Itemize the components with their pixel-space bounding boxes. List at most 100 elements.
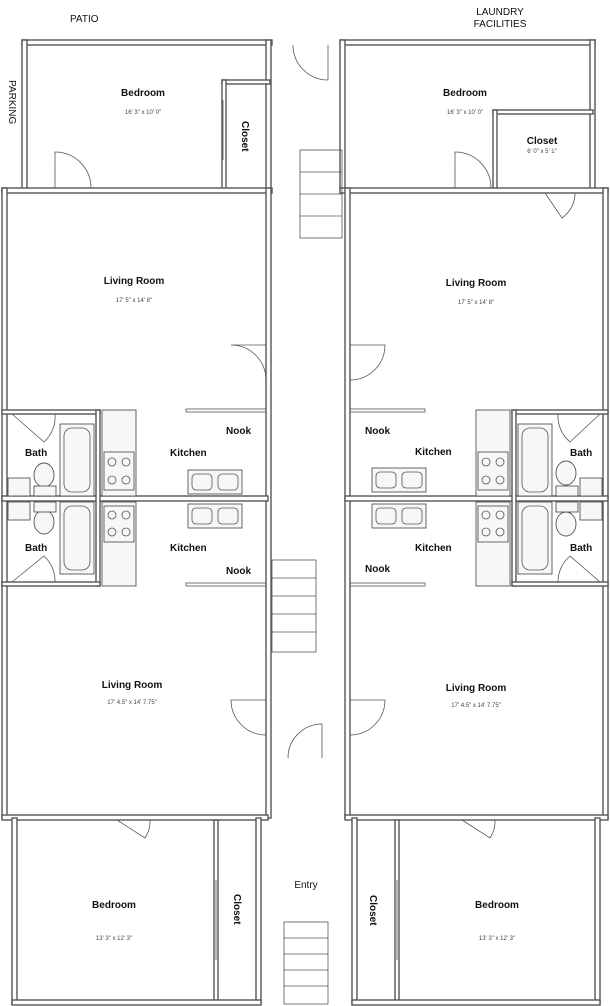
fixtures-lr bbox=[371, 501, 603, 587]
wall-bath-ul-top bbox=[1, 409, 101, 415]
wall-bedroom-ll-right bbox=[255, 817, 262, 1005]
label-ll-bedroom: Bedroom bbox=[92, 900, 136, 911]
sink-icon bbox=[579, 501, 603, 521]
wall-bath-lr-bottom bbox=[511, 581, 609, 587]
label-ll-bath: Bath bbox=[25, 543, 47, 554]
label-lr-closet: Closet bbox=[367, 895, 378, 926]
stove-icon bbox=[103, 451, 135, 491]
toilet-icon bbox=[555, 460, 577, 486]
door-living-ur bbox=[349, 344, 386, 381]
wall-bedroom-left bbox=[21, 39, 28, 191]
label-ur-bedroom-dim: 16' 3" x 10' 0" bbox=[447, 110, 483, 116]
wall-bottom-right bbox=[351, 999, 601, 1006]
label-ul-closet: Closet bbox=[239, 121, 250, 152]
label-lr-bath: Bath bbox=[570, 543, 592, 554]
door-patio bbox=[292, 44, 329, 81]
stairs bbox=[271, 149, 343, 1005]
wall-bath-right-left bbox=[511, 409, 517, 587]
bathtub-icon bbox=[59, 423, 95, 497]
door-bedroom-ul bbox=[54, 151, 92, 189]
label-lr-bedroom: Bedroom bbox=[475, 900, 519, 911]
label-laundry-1: LAUNDRY bbox=[476, 7, 524, 18]
label-lr-kitchen: Kitchen bbox=[415, 543, 452, 554]
label-lr-living-dim: 17' 4.5" x 14' 7.75" bbox=[451, 703, 501, 709]
wall-bedroom-lr-right bbox=[594, 817, 601, 1005]
door-entry bbox=[287, 723, 323, 759]
wall-lr-division bbox=[344, 814, 609, 821]
wall-outer-right bbox=[602, 187, 609, 819]
label-ul-living-dim: 17' 5" x 14' 8" bbox=[116, 298, 152, 304]
wall-ur-division bbox=[339, 187, 609, 194]
wall-nook-ll bbox=[185, 582, 267, 587]
door-living-lr bbox=[349, 699, 386, 736]
toilet-icon bbox=[555, 511, 577, 537]
wall-ll-division bbox=[1, 814, 269, 821]
label-ur-bath: Bath bbox=[570, 448, 592, 459]
door-bath-ur bbox=[557, 413, 601, 443]
door-bath-lr bbox=[557, 555, 601, 583]
walls bbox=[1, 39, 609, 1006]
stove-icon bbox=[103, 505, 135, 543]
door-bedroom-ur bbox=[454, 151, 492, 189]
label-lr-living: Living Room bbox=[446, 683, 507, 694]
label-ll-living: Living Room bbox=[102, 680, 163, 691]
wall-right-top bbox=[589, 39, 596, 191]
label-parking: PARKING bbox=[6, 80, 17, 124]
wall-bath-ur-top bbox=[511, 409, 609, 415]
wall-mid-left bbox=[1, 495, 269, 502]
label-ur-closet: Closet bbox=[527, 136, 558, 147]
door-bedroom-ll bbox=[116, 819, 151, 839]
wall-ul-division bbox=[1, 187, 273, 194]
label-patio: PATIO bbox=[70, 14, 99, 25]
wall-top-left bbox=[21, 39, 273, 46]
door-living-ul bbox=[230, 344, 267, 381]
wall-bottom-left bbox=[11, 999, 262, 1006]
wall-bath-left-right bbox=[95, 409, 101, 587]
fixtures-ll bbox=[7, 501, 243, 587]
wall-nook-lr bbox=[349, 582, 426, 587]
doors bbox=[11, 44, 601, 960]
label-ur-closet-dim: 6' 0" x 5' 1" bbox=[527, 149, 557, 155]
stairs-upper bbox=[299, 149, 343, 239]
sink-icon bbox=[579, 477, 603, 497]
stairs-entry bbox=[283, 921, 329, 1005]
wall-corridor-right bbox=[344, 187, 351, 819]
wall-bedroom-ur-left bbox=[339, 39, 346, 191]
label-ur-nook: Nook bbox=[365, 426, 390, 437]
stairs-middle bbox=[271, 559, 317, 653]
wall-closet-ul-top bbox=[221, 79, 271, 85]
wall-bedroom-ul-right bbox=[265, 39, 272, 191]
wall-corridor-left bbox=[265, 187, 272, 819]
label-lr-nook: Nook bbox=[365, 564, 390, 575]
label-ul-nook: Nook bbox=[226, 426, 251, 437]
fixtures-ur bbox=[371, 409, 603, 497]
door-closet-ur bbox=[544, 192, 576, 219]
wall-closet-ur-left bbox=[492, 109, 498, 191]
label-laundry-2: FACILITIES bbox=[474, 19, 527, 30]
label-ur-living: Living Room bbox=[446, 278, 507, 289]
label-entry: Entry bbox=[294, 880, 317, 891]
label-lr-bedroom-dim: 13' 3" x 12' 3" bbox=[479, 936, 515, 942]
bathtub-icon bbox=[517, 501, 553, 575]
door-living-ll bbox=[230, 699, 267, 736]
label-ll-bedroom-dim: 13' 3" x 12' 3" bbox=[96, 936, 132, 942]
wall-bedroom-ll-left bbox=[11, 817, 18, 1005]
label-ul-kitchen: Kitchen bbox=[170, 448, 207, 459]
wall-nook-ul bbox=[185, 408, 267, 413]
label-ul-living: Living Room bbox=[104, 276, 165, 287]
wall-bedroom-lr-left bbox=[351, 817, 358, 1005]
toilet-icon bbox=[33, 509, 55, 535]
label-ul-bath: Bath bbox=[25, 448, 47, 459]
bathtub-icon bbox=[517, 423, 553, 497]
label-ul-bedroom: Bedroom bbox=[121, 88, 165, 99]
label-ur-bedroom: Bedroom bbox=[443, 88, 487, 99]
wall-nook-ur bbox=[349, 408, 426, 413]
wall-outer-left bbox=[1, 187, 8, 819]
label-ll-closet: Closet bbox=[231, 894, 242, 925]
fixtures-ul bbox=[7, 409, 243, 497]
stove-icon bbox=[477, 505, 509, 543]
sink-icon bbox=[7, 477, 31, 497]
sink-icon bbox=[7, 501, 31, 521]
stove-icon bbox=[477, 451, 509, 491]
